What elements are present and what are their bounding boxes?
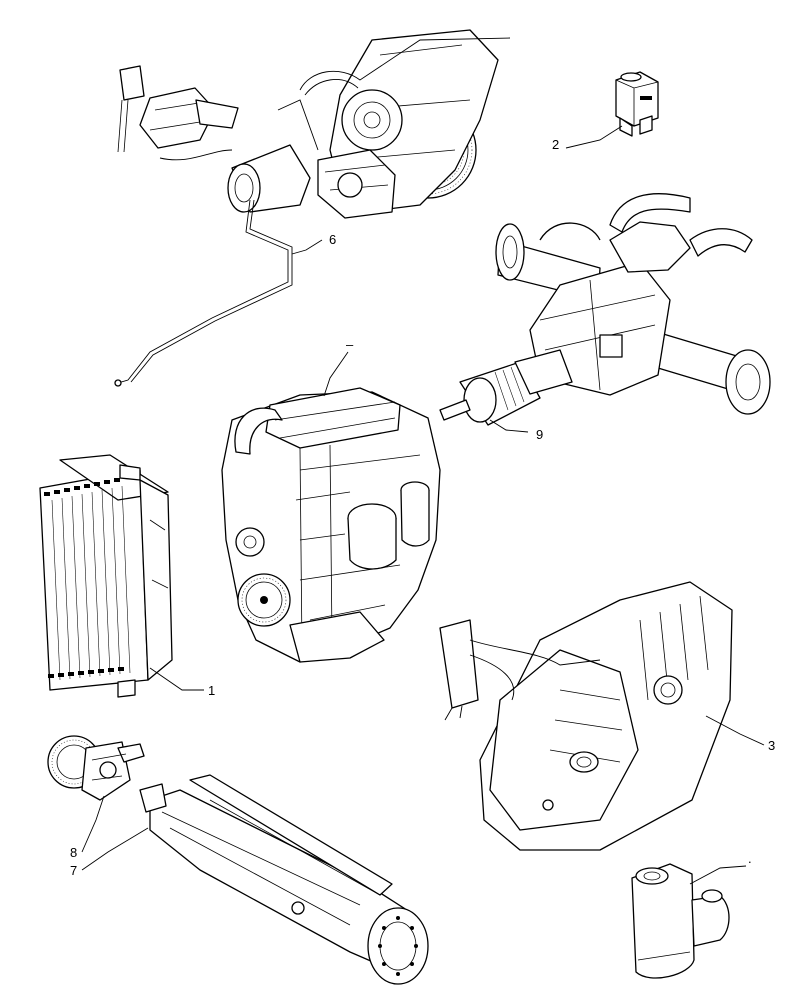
callout-dash: – [346, 337, 354, 352]
radiator-part-1 [39, 454, 173, 698]
callout-7: 7 [70, 863, 78, 878]
callout-dot: . [748, 851, 752, 866]
callout-9: 9 [536, 427, 544, 442]
callout-1: 1 [208, 683, 216, 698]
engine-assembly [221, 387, 441, 663]
pump-part-8 [47, 735, 145, 801]
bottom-reservoir [631, 863, 730, 979]
housing-part-3 [439, 581, 733, 851]
callout-2: 2 [552, 137, 560, 152]
leader-lines [81, 125, 765, 885]
front-axle-part-7 [139, 774, 429, 985]
callout-8: 8 [70, 845, 78, 860]
rear-axle-transmission-part-9 [439, 193, 771, 426]
clutch-flywheel-assembly [114, 29, 511, 387]
callout-3: 3 [768, 738, 776, 753]
reservoir-part-2 [615, 71, 659, 137]
callout-6: 6 [329, 232, 337, 247]
